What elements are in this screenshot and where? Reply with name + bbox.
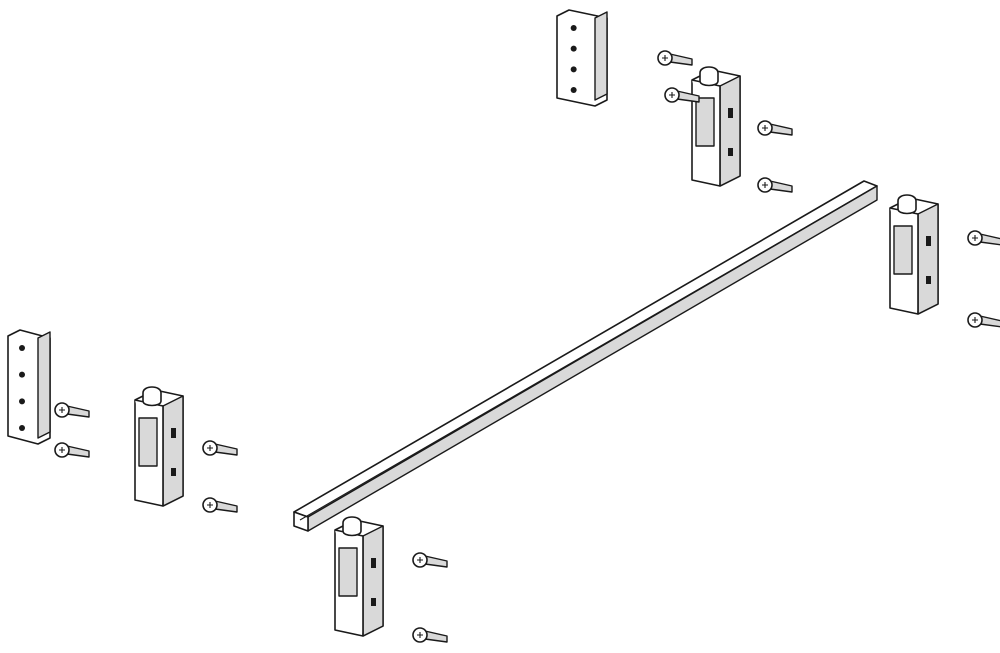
screw <box>54 442 90 458</box>
screw <box>967 312 1000 328</box>
screw <box>757 177 793 193</box>
screw <box>54 402 90 418</box>
angle-bracket <box>7 329 51 445</box>
mounting-bar <box>293 180 878 532</box>
screw <box>202 497 238 513</box>
clip-bracket <box>691 66 741 187</box>
screw <box>412 627 448 643</box>
screw <box>664 87 700 103</box>
screw <box>967 230 1000 246</box>
screw <box>757 120 793 136</box>
angle-bracket <box>556 9 608 107</box>
screw <box>657 50 693 66</box>
clip-bracket <box>334 516 384 637</box>
screw <box>412 552 448 568</box>
clip-bracket <box>134 386 184 507</box>
screw <box>202 440 238 456</box>
clip-bracket <box>889 194 939 315</box>
